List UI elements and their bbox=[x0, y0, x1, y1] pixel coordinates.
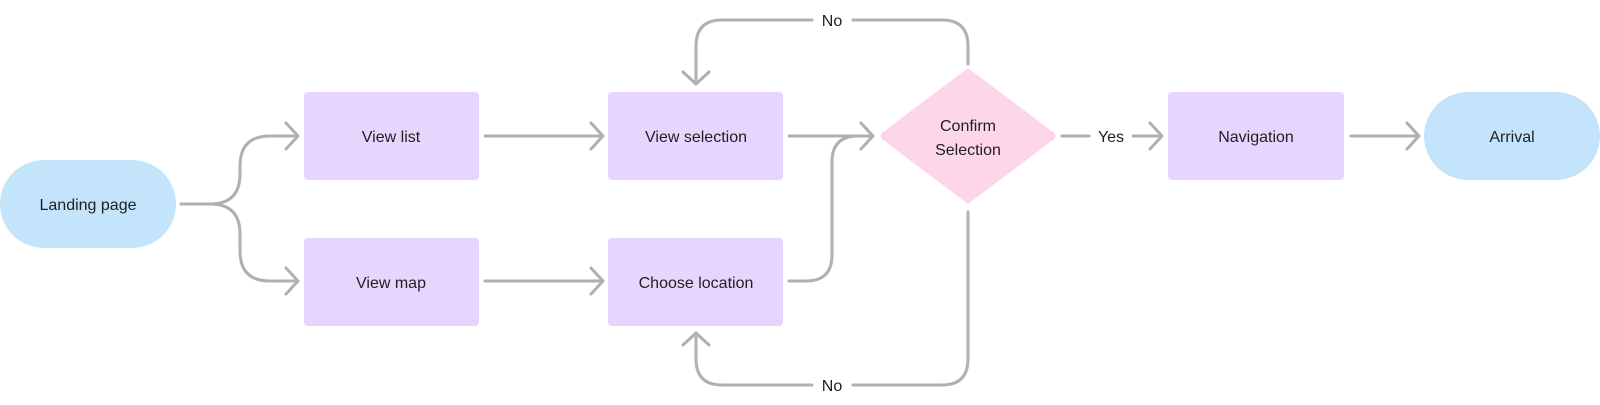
view-map-label: View map bbox=[356, 275, 426, 292]
connector-confirm-no-bottom bbox=[851, 210, 970, 387]
view-list-shape bbox=[304, 92, 479, 180]
node-view-map: View map bbox=[304, 238, 479, 326]
navigation-shape bbox=[1168, 92, 1344, 180]
node-view-list: View list bbox=[304, 92, 479, 180]
arrowhead-view-selection bbox=[589, 121, 605, 151]
arrowhead-navigation bbox=[1148, 121, 1164, 151]
connector-choose-location-to-confirm bbox=[787, 134, 873, 283]
connector-branch-to-view-map bbox=[208, 202, 298, 283]
arrowhead-choose-location bbox=[589, 266, 605, 296]
edge-label-no-bottom: No bbox=[822, 378, 843, 395]
node-arrival: Arrival bbox=[1424, 92, 1600, 180]
arrowhead-view-list bbox=[284, 121, 300, 151]
connector-no-top-to-view-selection bbox=[694, 18, 814, 82]
view-selection-label: View selection bbox=[645, 129, 747, 146]
confirm-selection-diamond bbox=[880, 68, 1056, 204]
arrowhead-view-map bbox=[284, 266, 300, 296]
connector-no-bottom-to-choose-location bbox=[694, 335, 814, 387]
landing-page-shape bbox=[0, 160, 176, 248]
arrowhead-arrival bbox=[1405, 121, 1421, 151]
view-list-label: View list bbox=[362, 129, 421, 146]
connector-branch-to-view-list bbox=[208, 134, 298, 206]
choose-location-label: Choose location bbox=[639, 275, 754, 292]
node-choose-location: Choose location bbox=[608, 238, 783, 326]
node-confirm-selection: Confirm Selection bbox=[880, 68, 1056, 204]
confirm-selection-label-line2: Selection bbox=[935, 142, 1001, 159]
arrival-label: Arrival bbox=[1489, 129, 1534, 146]
edge-label-yes: Yes bbox=[1098, 129, 1124, 146]
navigation-label: Navigation bbox=[1218, 129, 1294, 146]
confirm-selection-label-line1: Confirm bbox=[940, 118, 996, 135]
node-navigation: Navigation bbox=[1168, 92, 1344, 180]
arrowhead-choose-location-bottom bbox=[681, 331, 711, 347]
connectors bbox=[179, 18, 1419, 387]
arrowhead-confirm bbox=[859, 121, 875, 151]
view-selection-shape bbox=[608, 92, 783, 180]
landing-page-label: Landing page bbox=[40, 197, 137, 214]
arrowheads bbox=[284, 70, 1421, 347]
node-view-selection: View selection bbox=[608, 92, 783, 180]
connector-confirm-no-top bbox=[851, 18, 970, 66]
choose-location-shape bbox=[608, 238, 783, 326]
view-map-shape bbox=[304, 238, 479, 326]
arrowhead-view-selection-top bbox=[681, 70, 711, 86]
node-landing-page: Landing page bbox=[0, 160, 176, 248]
edge-label-no-top: No bbox=[822, 13, 843, 30]
arrival-shape bbox=[1424, 92, 1600, 180]
